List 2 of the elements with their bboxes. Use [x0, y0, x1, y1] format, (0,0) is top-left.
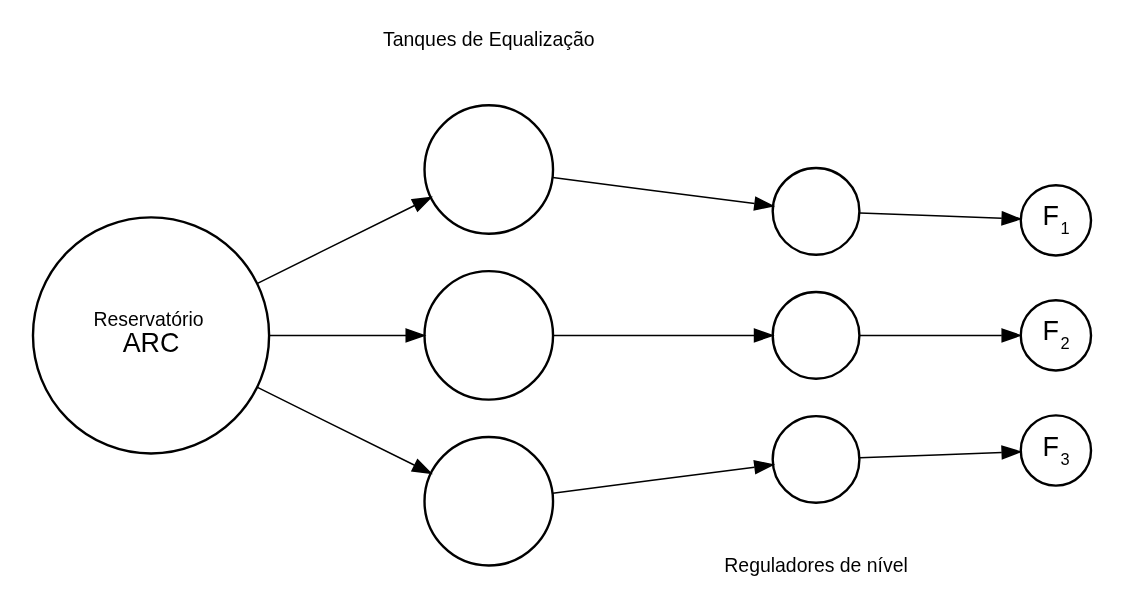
label: Reguladores de nível: [724, 554, 908, 577]
label: Tanques de Equalização: [383, 28, 595, 51]
